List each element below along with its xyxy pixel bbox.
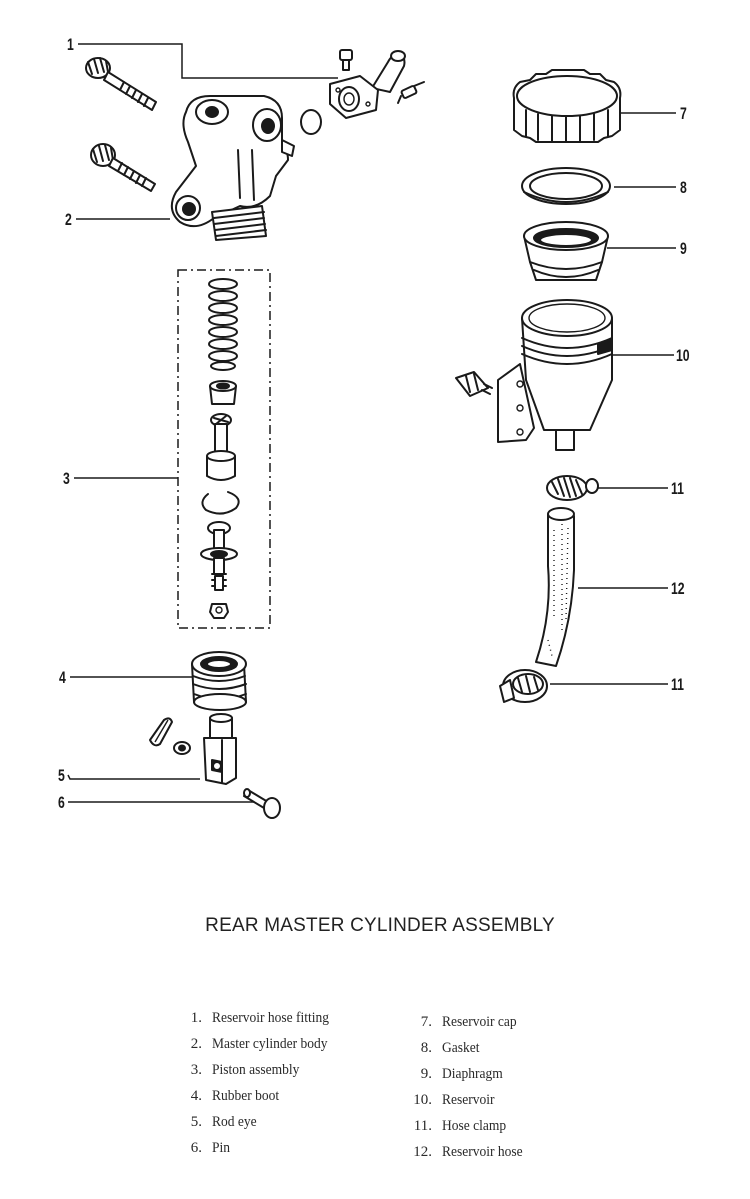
part-gasket	[521, 167, 611, 205]
legend-number: 10.	[413, 1092, 432, 1108]
parts-legend-left: 1. Reservoir hose fitting 2. Master cylind…	[178, 1010, 342, 1166]
legend-number: 5.	[190, 1114, 202, 1130]
legend-label: Piston assembly	[212, 1062, 300, 1078]
legend-label: Hose clamp	[442, 1118, 507, 1134]
callout-5: 5	[58, 766, 65, 785]
legend-item: 10. Reservoir	[408, 1092, 532, 1118]
washer	[173, 741, 191, 755]
legend-label: Reservoir hose	[442, 1144, 523, 1160]
legend-item: 6. Pin	[178, 1140, 342, 1166]
parts-legend-right: 7. Reservoir cap 8. Gasket 9. Diaphragm 10.…	[408, 1014, 532, 1170]
legend-label: Gasket	[442, 1040, 480, 1056]
legend-number: 2.	[190, 1036, 202, 1052]
callout-3: 3	[63, 469, 70, 488]
legend-item: 4. Rubber boot	[178, 1088, 342, 1114]
diagram-title: REAR MASTER CYLINDER ASSEMBLY	[205, 915, 555, 936]
legend-item: 9. Diaphragm	[408, 1066, 532, 1092]
callout-8: 8	[680, 178, 687, 197]
legend-item: 5. Rod eye	[178, 1114, 342, 1140]
leader-lines	[67, 43, 676, 803]
part-rubber-boot	[191, 651, 247, 711]
legend-number: 12.	[413, 1144, 432, 1160]
callout-11-upper: 11	[671, 479, 684, 498]
legend-number: 9.	[420, 1066, 432, 1082]
legend-number: 3.	[190, 1062, 202, 1078]
legend-item: 1. Reservoir hose fitting	[178, 1010, 342, 1036]
legend-label: Reservoir	[442, 1092, 495, 1108]
exploded-parts-diagram	[67, 43, 676, 819]
legend-item: 2. Master cylinder body	[178, 1036, 342, 1062]
bracket-screw	[455, 371, 493, 397]
part-reservoir-cap	[512, 69, 622, 143]
callout-1: 1	[67, 35, 74, 54]
o-ring	[300, 109, 322, 135]
legend-label: Master cylinder body	[212, 1036, 328, 1052]
bleeder-screw	[397, 81, 425, 104]
callout-7: 7	[680, 104, 687, 123]
legend-label: Rod eye	[212, 1114, 257, 1130]
legend-label: Pin	[212, 1140, 231, 1156]
legend-number: 11.	[413, 1118, 432, 1134]
legend-label: Diaphragm	[442, 1066, 503, 1082]
legend-item: 12. Reservoir hose	[408, 1144, 532, 1170]
callout-2: 2	[65, 210, 72, 229]
legend-label: Reservoir cap	[442, 1014, 517, 1030]
callout-10: 10	[676, 346, 690, 365]
part-hose-clamp-upper	[546, 475, 599, 501]
cotter-pin	[149, 717, 173, 747]
callout-9: 9	[680, 239, 687, 258]
legend-number: 7.	[420, 1014, 432, 1030]
part-hose-clamp-lower	[499, 669, 548, 703]
legend-number: 6.	[190, 1140, 202, 1156]
piston	[206, 413, 236, 481]
legend-number: 4.	[190, 1088, 202, 1104]
part-reservoir	[455, 299, 613, 451]
leader-line-5	[67, 774, 200, 780]
leader-line-1	[78, 43, 338, 79]
callout-4: 4	[59, 668, 66, 687]
legend-number: 8.	[420, 1040, 432, 1056]
legend-label: Rubber boot	[212, 1088, 280, 1104]
callout-6: 6	[58, 793, 65, 812]
callout-12: 12	[671, 579, 685, 598]
part-piston-assembly	[177, 269, 271, 629]
part-rod-eye	[149, 713, 237, 785]
primary-cup	[209, 380, 237, 405]
fitting-screw	[339, 49, 353, 71]
legend-item: 8. Gasket	[408, 1040, 532, 1066]
part-reservoir-hose	[535, 507, 575, 667]
legend-item: 3. Piston assembly	[178, 1062, 342, 1088]
mounting-bolt-lower	[90, 143, 156, 192]
spring	[208, 278, 238, 371]
legend-item: 11. Hose clamp	[408, 1118, 532, 1144]
lock-nut	[209, 603, 229, 619]
legend-item: 7. Reservoir cap	[408, 1014, 532, 1040]
callout-11-lower: 11	[671, 675, 684, 694]
part-reservoir-hose-fitting	[300, 49, 425, 135]
part-master-cylinder-body	[85, 57, 295, 241]
legend-label: Reservoir hose fitting	[212, 1010, 329, 1026]
mounting-bolt-upper	[85, 57, 157, 111]
circlip	[201, 491, 240, 515]
part-pin	[243, 788, 281, 819]
part-diaphragm	[523, 221, 609, 281]
push-rod	[200, 521, 238, 591]
legend-number: 1.	[190, 1010, 202, 1026]
